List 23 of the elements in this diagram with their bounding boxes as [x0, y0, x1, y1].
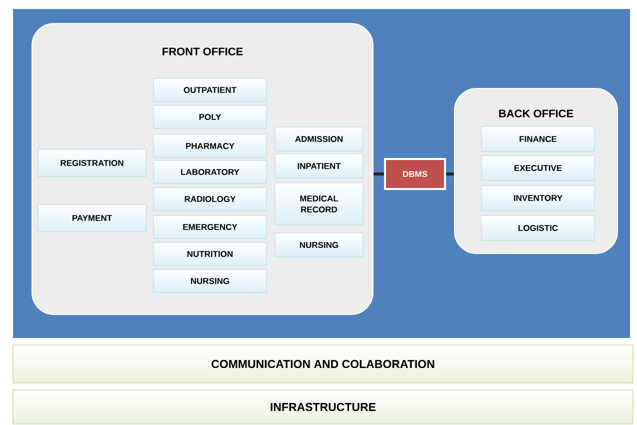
module-box: RADIOLOGY	[153, 187, 267, 211]
module-box: MEDICAL RECORD	[274, 182, 364, 226]
module-box: INPATIENT	[274, 154, 364, 178]
module-box: LOGISTIC	[481, 215, 595, 241]
module-box: EXECUTIVE	[481, 155, 595, 181]
module-box: NUTRITION	[153, 242, 267, 266]
module-box: PHARMACY	[153, 134, 267, 158]
module-box: ADMISSION	[274, 126, 364, 152]
layer-bar: COMMUNICATION AND COLABORATION	[12, 344, 634, 384]
module-box: REGISTRATION	[38, 149, 146, 177]
module-box: EMERGENCY	[153, 215, 267, 239]
module-box: INVENTORY	[481, 185, 595, 211]
module-box: FINANCE	[481, 126, 595, 152]
module-box: PAYMENT	[38, 204, 146, 232]
module-box: OUTPATIENT	[153, 78, 267, 102]
module-box: POLY	[153, 105, 267, 129]
database-box: DBMS	[384, 158, 446, 190]
connector-line	[446, 172, 454, 176]
connector-line	[374, 172, 384, 176]
layer-bar: INFRASTRUCTURE	[12, 390, 634, 424]
module-box: NURSING	[274, 232, 364, 258]
module-box: LABORATORY	[153, 160, 267, 184]
module-box: NURSING	[153, 269, 267, 293]
